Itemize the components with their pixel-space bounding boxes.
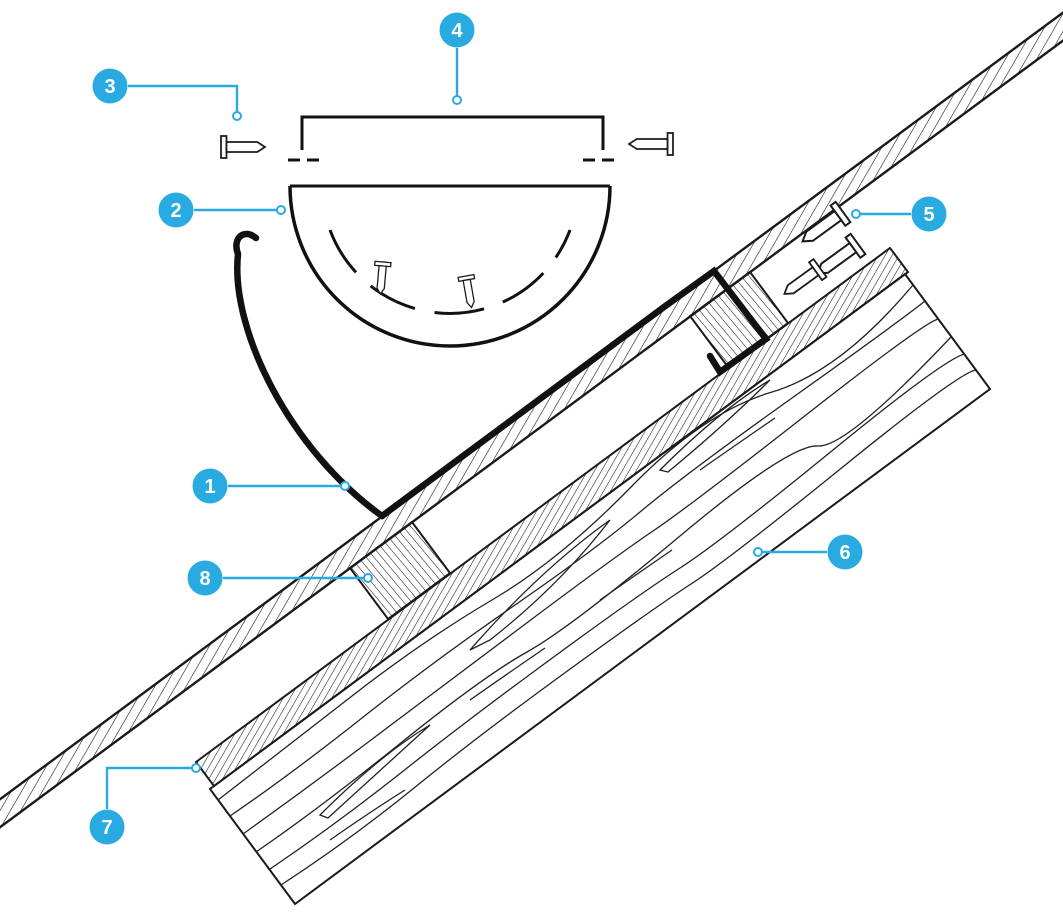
callout-3: 3 [92,68,242,121]
callout-7-number: 7 [101,817,112,839]
holder-clamp [288,115,617,348]
mounting-bracket [233,230,771,520]
callout-2-badge [158,192,194,228]
callout-5-number: 5 [923,204,934,226]
callout-6-target-dot [753,547,763,557]
callout-8-number: 8 [199,568,210,590]
callout-3-leader-line [128,84,239,116]
callout-2: 2 [158,192,286,228]
callout-1-number: 1 [204,476,215,498]
clamp-outer-arc [288,185,612,348]
callout-5-badge [911,196,947,232]
callout-2-target-dot [276,205,286,215]
callout-5: 5 [851,196,947,232]
callout-6-number: 6 [839,542,850,564]
callout-7-leader-line [105,766,196,809]
callout-6: 6 [753,534,863,570]
callout-1-badge [192,468,228,504]
callout-6-badge [827,534,863,570]
callout-7-badge [89,809,125,845]
callout-5-target-dot [851,209,861,219]
callout-3-target-dot [232,111,242,121]
callout-7: 7 [89,763,201,845]
callout-4: 4 [439,12,475,105]
callout-7-target-dot [191,763,201,773]
callout-1-target-dot [340,481,350,491]
underlay-membrane-band [194,246,910,788]
screw-icon [777,258,828,304]
screw-icon [457,273,481,310]
screw-icon [220,135,266,159]
wood-knot [658,379,771,473]
callout-1: 1 [192,468,350,504]
callout-4-badge [439,12,475,48]
screw-icon [628,132,674,156]
wood-knot [469,519,611,651]
bracket-leg [233,230,386,520]
wood-knot [318,724,431,819]
callout-4-target-dot [452,95,462,105]
callout-layer: 1 2 3 4 5 6 7 8 [89,12,947,845]
bracket-base-hook [378,266,771,520]
callout-3-number: 3 [104,76,115,98]
callout-4-number: 4 [451,20,463,42]
callout-2-number: 2 [170,200,181,222]
callout-8: 8 [187,560,373,596]
cover-lid [300,115,605,150]
callout-3-badge [92,68,128,104]
callout-8-badge [187,560,223,596]
wood-grain [217,284,977,886]
callout-8-target-dot [363,573,373,583]
clamp-inner-arc-dashed [328,229,572,315]
